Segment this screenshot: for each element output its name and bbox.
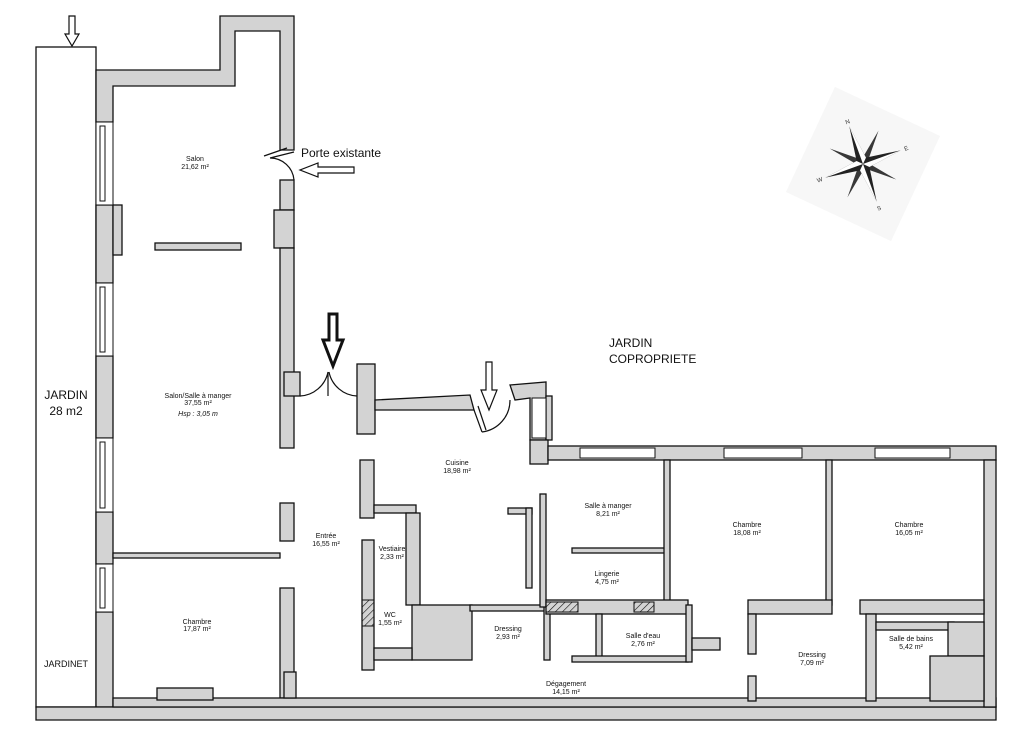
jardin-strip [35,46,97,708]
room-labels: Salon 21,62 m² Salon/Salle à manger 37,5… [165,156,934,696]
room-chambre1-area: 17,87 m² [183,626,211,633]
room-degagement-name: Dégagement [546,681,586,688]
arrow-porte-existante [298,162,355,178]
room-cuisine-area: 18,98 m² [443,468,471,475]
jardin-label: JARDIN [44,388,87,402]
room-degagement-area: 14,15 m² [552,689,580,696]
room-dressing1-name: Dressing [494,626,522,633]
room-salle-bains-area: 5,42 m² [899,644,923,651]
room-chambre3-area: 16,05 m² [895,530,923,537]
room-entree-area: 16,55 m² [312,541,340,548]
room-chambre3-name: Chambre [895,522,924,529]
room-dressing2-area: 7,09 m² [800,660,824,667]
arrow-main-entrance [320,312,346,371]
room-dressing1-area: 2,93 m² [496,634,520,641]
room-salon-salle-note: Hsp : 3,05 m [178,411,218,418]
room-lingerie-name: Lingerie [595,571,620,578]
entry-arrow-top [63,15,81,48]
room-salle-manger-area: 8,21 m² [596,511,620,518]
room-salle-eau-name: Salle d'eau [626,633,661,640]
jardin-copro-label: JARDIN [609,336,652,350]
room-salon-area: 21,62 m² [181,164,209,171]
room-salon-salle-area: 37,55 m² [184,400,212,407]
room-salon-salle-name: Salon/Salle à manger [165,393,233,400]
doors [263,147,511,433]
compass-west-label: W [816,177,824,185]
jardinet-label: JARDINET [44,659,89,669]
porte-existante-label: Porte existante [301,146,381,160]
compass-east-label: E [904,146,910,153]
room-salle-bains-name: Salle de bains [889,636,933,643]
room-salle-manger-name: Salle à manger [584,503,632,510]
room-salon-name: Salon [186,156,204,163]
room-wc-name: WC [384,612,396,619]
room-dressing2-name: Dressing [798,652,826,659]
room-salle-eau-area: 2,76 m² [631,641,655,648]
room-cuisine-name: Cuisine [445,460,468,467]
jardin-area-label: 28 m2 [49,404,83,418]
arrow-cuisine-entrance [480,361,498,412]
room-vestiaire-name: Vestiaire [379,546,406,553]
compass-south-label: S [877,206,883,213]
room-vestiaire-area: 2,33 m² [380,554,404,561]
copropriete-label: COPROPRIETE [609,352,696,366]
room-lingerie-area: 4,75 m² [595,579,619,586]
building-walls [35,15,997,721]
room-chambre1-name: Chambre [183,619,212,626]
compass-north-label: N [845,119,851,126]
compass-rose: N S E W [785,86,941,242]
room-wc-area: 1,55 m² [378,620,402,627]
room-chambre2-area: 18,08 m² [733,530,761,537]
room-entree-name: Entrée [316,533,337,540]
room-chambre2-name: Chambre [733,522,762,529]
